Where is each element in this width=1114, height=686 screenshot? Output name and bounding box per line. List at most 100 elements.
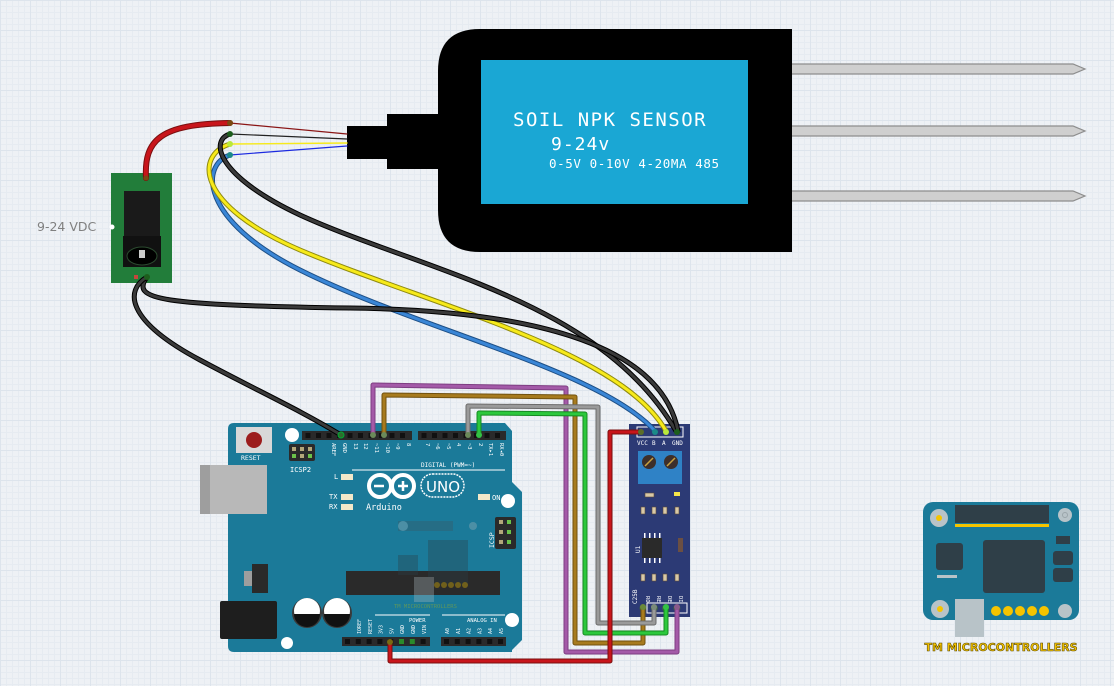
usb-port bbox=[200, 465, 267, 514]
rs485-chip-u1 bbox=[642, 538, 662, 558]
regulator-tab bbox=[244, 571, 252, 586]
icsp2-pin[interactable] bbox=[292, 447, 296, 451]
capacitor-2 bbox=[322, 598, 352, 628]
arduino-logo bbox=[367, 473, 465, 499]
rs485-terminal-block[interactable] bbox=[638, 451, 682, 484]
dc-jack[interactable] bbox=[220, 601, 277, 639]
wire-brown-core bbox=[382, 393, 645, 645]
power-jack[interactable]: 9-24 VDC bbox=[37, 173, 172, 283]
tm-microcontrollers-logo: TM MICROCONTROLLERS bbox=[923, 502, 1079, 654]
power-jack-led bbox=[134, 275, 138, 279]
probe-1 bbox=[789, 63, 1087, 75]
power-pin-label: VIN bbox=[422, 625, 428, 634]
header-pin[interactable] bbox=[465, 639, 471, 644]
smd-component bbox=[651, 506, 657, 515]
icsp-pin[interactable] bbox=[507, 540, 511, 544]
header-pin[interactable] bbox=[345, 639, 350, 644]
digital-header-right[interactable] bbox=[418, 431, 506, 440]
power-pin-label: RESET bbox=[368, 619, 374, 634]
icsp2-pin[interactable] bbox=[300, 447, 304, 451]
npk-sensor[interactable]: SOIL NPK SENSOR 9-24v 0-5V 0-10V 4-20MA … bbox=[347, 29, 1087, 252]
header-pin[interactable] bbox=[420, 639, 426, 644]
digital-pin-label: RX◂0 bbox=[498, 443, 504, 456]
icsp2-pin[interactable] bbox=[308, 454, 312, 458]
probe-2 bbox=[789, 125, 1087, 137]
icsp2-pin[interactable] bbox=[308, 447, 312, 451]
rs485-bottom-pin-label: DI bbox=[677, 596, 683, 603]
header-pin[interactable] bbox=[444, 639, 449, 644]
arduino-model: UNO bbox=[426, 478, 460, 496]
header-pin[interactable] bbox=[454, 639, 460, 644]
header-pin[interactable] bbox=[377, 639, 383, 644]
digital-pin-label: ~11 bbox=[373, 443, 379, 453]
sensor-cable-collar bbox=[387, 114, 442, 169]
header-pin[interactable] bbox=[487, 639, 493, 644]
header-pin[interactable] bbox=[409, 639, 415, 644]
header-pin[interactable] bbox=[498, 639, 503, 644]
sensor-lead-black[interactable] bbox=[229, 133, 348, 140]
header-pin[interactable] bbox=[347, 433, 353, 438]
power-jack-notch bbox=[109, 224, 115, 230]
rs485-top-pin-label: A bbox=[662, 440, 666, 447]
header-pin[interactable] bbox=[400, 433, 405, 438]
mount-hole bbox=[281, 637, 293, 649]
header-pin[interactable] bbox=[355, 639, 361, 644]
power-jack-housing bbox=[124, 191, 160, 239]
analog-pin-label: A2 bbox=[467, 628, 473, 634]
analog-header[interactable] bbox=[441, 637, 506, 646]
header-pin[interactable] bbox=[421, 433, 427, 438]
wire-gray-core bbox=[466, 404, 656, 625]
sensor-outputs: 0-5V 0-10V 4-20MA 485 bbox=[549, 156, 720, 171]
power-pin-label: GND bbox=[411, 625, 417, 634]
sensor-lead-red[interactable] bbox=[229, 122, 348, 135]
capacitor-1 bbox=[292, 598, 322, 628]
digital-pin-label: ~9 bbox=[394, 443, 400, 450]
terminal-screw-1[interactable] bbox=[642, 455, 656, 469]
header-pin[interactable] bbox=[476, 639, 482, 644]
header-pin[interactable] bbox=[432, 433, 437, 438]
icsp-pin[interactable] bbox=[507, 520, 511, 524]
header-pin[interactable] bbox=[484, 433, 490, 438]
led-rx: RX bbox=[329, 503, 353, 511]
power-label: POWER bbox=[409, 618, 426, 624]
header-pin[interactable] bbox=[453, 433, 458, 438]
terminal-screw-2[interactable] bbox=[664, 455, 678, 469]
logo-text: TM MICROCONTROLLERS bbox=[924, 641, 1077, 654]
header-pin[interactable] bbox=[358, 433, 363, 438]
icsp2-pin[interactable] bbox=[300, 454, 304, 458]
header-pin[interactable] bbox=[326, 433, 332, 438]
wire-black-jack-rs485-core bbox=[141, 275, 680, 433]
chip-leg bbox=[649, 533, 651, 538]
icsp2-header[interactable] bbox=[289, 444, 315, 461]
wire-green-core bbox=[477, 411, 668, 635]
header-pin[interactable] bbox=[442, 433, 448, 438]
header-pin[interactable] bbox=[316, 433, 321, 438]
icsp-pin[interactable] bbox=[499, 540, 503, 544]
header-pin[interactable] bbox=[305, 433, 311, 438]
mount-hole bbox=[505, 613, 519, 627]
icsp-pin[interactable] bbox=[499, 530, 503, 534]
header-pin[interactable] bbox=[366, 639, 372, 644]
atmega-chip bbox=[346, 571, 500, 595]
chip-leg bbox=[644, 558, 646, 563]
icsp-header[interactable] bbox=[495, 517, 516, 549]
digital-header-left[interactable] bbox=[302, 431, 412, 440]
header-pin[interactable] bbox=[399, 639, 404, 644]
icsp-pin[interactable] bbox=[507, 530, 511, 534]
smd-component bbox=[651, 573, 657, 582]
reset-button[interactable] bbox=[246, 432, 262, 448]
header-pin[interactable] bbox=[389, 433, 395, 438]
header-pin[interactable] bbox=[495, 433, 500, 438]
sensor-lead-yellow[interactable] bbox=[229, 142, 348, 145]
mount-hole bbox=[501, 494, 515, 508]
icsp-pin[interactable] bbox=[499, 520, 503, 524]
icsp2-pin[interactable] bbox=[292, 454, 296, 458]
wires bbox=[131, 120, 681, 664]
sensor-lead-blue[interactable] bbox=[229, 145, 348, 156]
mount-hole bbox=[285, 428, 299, 442]
rs485-top-pin-label: VCC bbox=[637, 440, 648, 447]
power-header[interactable] bbox=[342, 637, 430, 646]
